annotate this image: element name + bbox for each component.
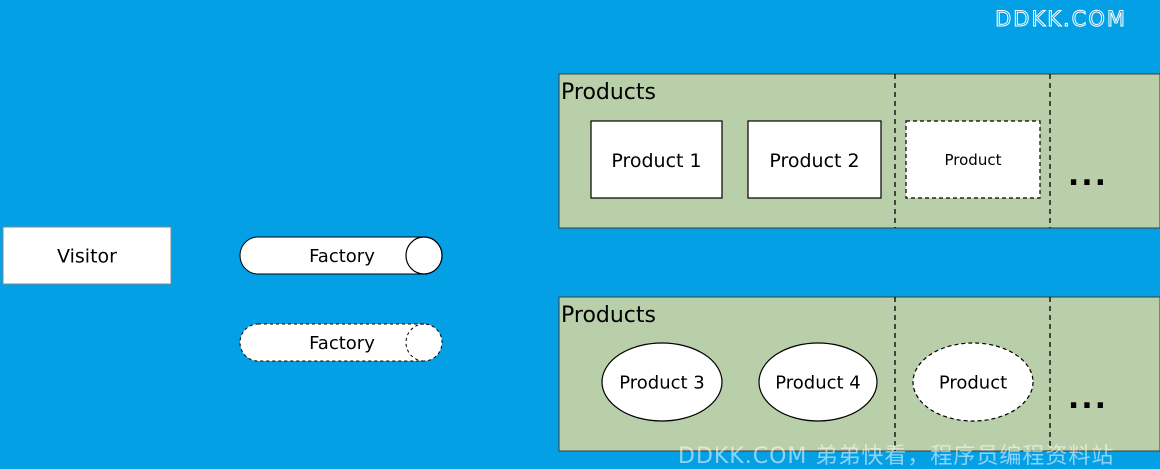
product-2-label: Product 2 [769,150,859,172]
product-placeholder-box [905,120,1041,199]
visitor-label: Visitor [57,246,117,268]
product-placeholder-label: Product [939,373,1007,394]
product-3-ellipse [601,342,723,422]
product-2-box [747,120,882,199]
factory-node-dashed: Factory [239,323,443,362]
watermark-top: DDKK.COM [995,7,1127,31]
watermark-bottom: DDKK.COM 弟弟快看，程序员编程资料站 [678,444,1114,469]
products-panel: Products Product 1 Product 2 Product ... [558,73,1160,229]
visitor-box [2,226,172,285]
product-1-box [590,120,723,199]
factory-label: Factory [309,246,375,267]
more-products-ellipsis: ... [1068,158,1108,193]
product-1-label: Product 1 [611,150,701,172]
factory-node: Factory [239,236,443,275]
visitor-node: Visitor [2,226,172,285]
factory-label-dashed: Factory [309,333,375,354]
product-placeholder-label: Product [945,151,1002,169]
product-4-label: Product 4 [775,373,861,394]
products-panel-title: Products [561,303,656,328]
product-placeholder-ellipse [912,342,1034,422]
products-panel-title: Products [561,80,656,105]
factory-cylinder-cap-dashed [405,323,425,362]
more-products-ellipsis: ... [1068,381,1108,416]
product-3-label: Product 3 [619,373,705,394]
product-4-ellipse [758,342,878,422]
products-panel-2: Products Product 3 Product 4 Product ... [558,296,1160,452]
factory-cylinder-cap [405,236,443,275]
